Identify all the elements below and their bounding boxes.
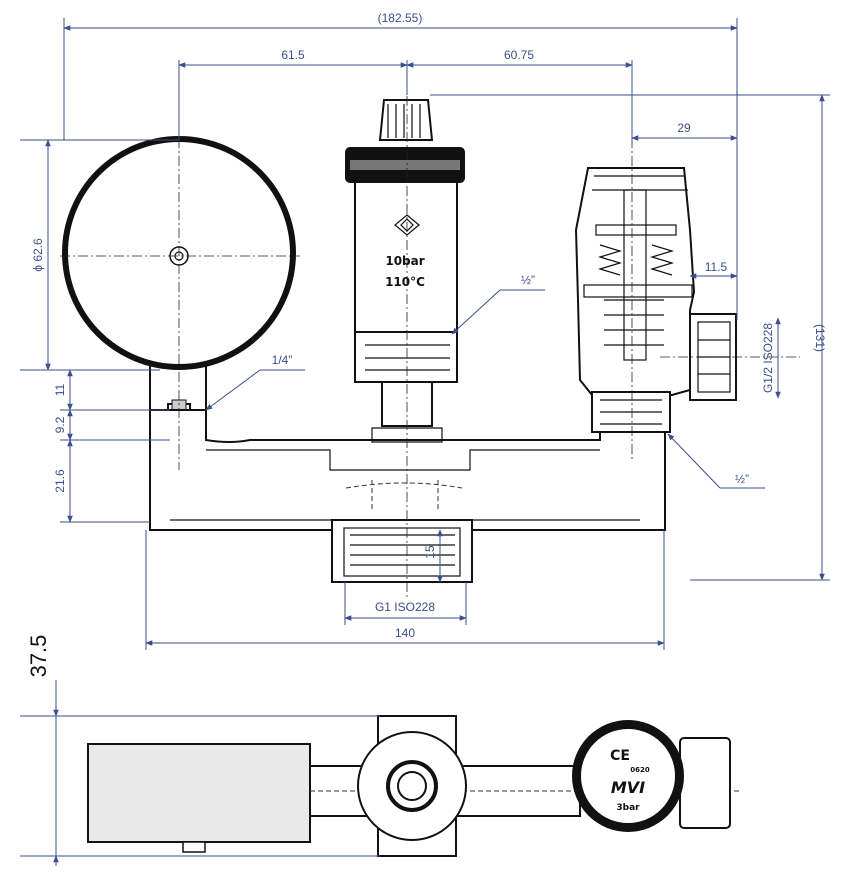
front-view: (182.55) 61.5 60.75 29 11.5 (131) G1/2 I…	[20, 11, 830, 650]
manifold-body	[149, 399, 666, 583]
dimension-lines	[20, 18, 830, 650]
gauge-offset-label: 61.5	[281, 48, 305, 62]
dimension-11-label: 11	[53, 383, 67, 396]
centre-lines	[60, 60, 800, 600]
top-view: CE 0620 MVI 3bar 37.5	[20, 635, 740, 866]
side-view-height-label: 37.5	[26, 635, 51, 678]
overall-width-label: (182.55)	[378, 11, 423, 25]
automatic-air-vent	[345, 99, 465, 443]
ce-mark: CE	[610, 748, 630, 764]
brand-logo-text: MVI	[611, 778, 645, 797]
overall-height-label: (131)	[813, 324, 827, 352]
safety-valve	[574, 167, 737, 433]
quarter-inch-thread-label: 1/4”	[272, 353, 293, 367]
dimension-15-label: 15	[423, 545, 437, 559]
ce-number: 0620	[630, 766, 650, 774]
temperature-rating-marking: 110°C	[385, 275, 425, 289]
bottom-thread-label: G1 ISO228	[375, 600, 435, 614]
dimension-29-label: 29	[677, 121, 691, 135]
dimension-11-5-label: 11.5	[705, 260, 728, 274]
base-width-label: 140	[395, 626, 415, 640]
half-inch-thread-top-label: ½”	[521, 273, 535, 287]
dimension-labels: (182.55) 61.5 60.75 29 11.5 (131) G1/2 I…	[31, 11, 827, 640]
dimension-9-2-label: 9.2	[53, 416, 67, 433]
side-thread-label: G1/2 ISO228	[761, 323, 775, 393]
gauge-diameter-label: ϕ 62.6	[31, 238, 45, 272]
safety-valve-pressure-marking: 3bar	[616, 803, 640, 813]
valve-offset-label: 60.75	[504, 48, 534, 62]
dimension-21-6-label: 21.6	[53, 469, 67, 493]
pressure-rating-marking: 10bar	[385, 254, 424, 268]
half-inch-thread-right-label: ½”	[735, 472, 749, 486]
